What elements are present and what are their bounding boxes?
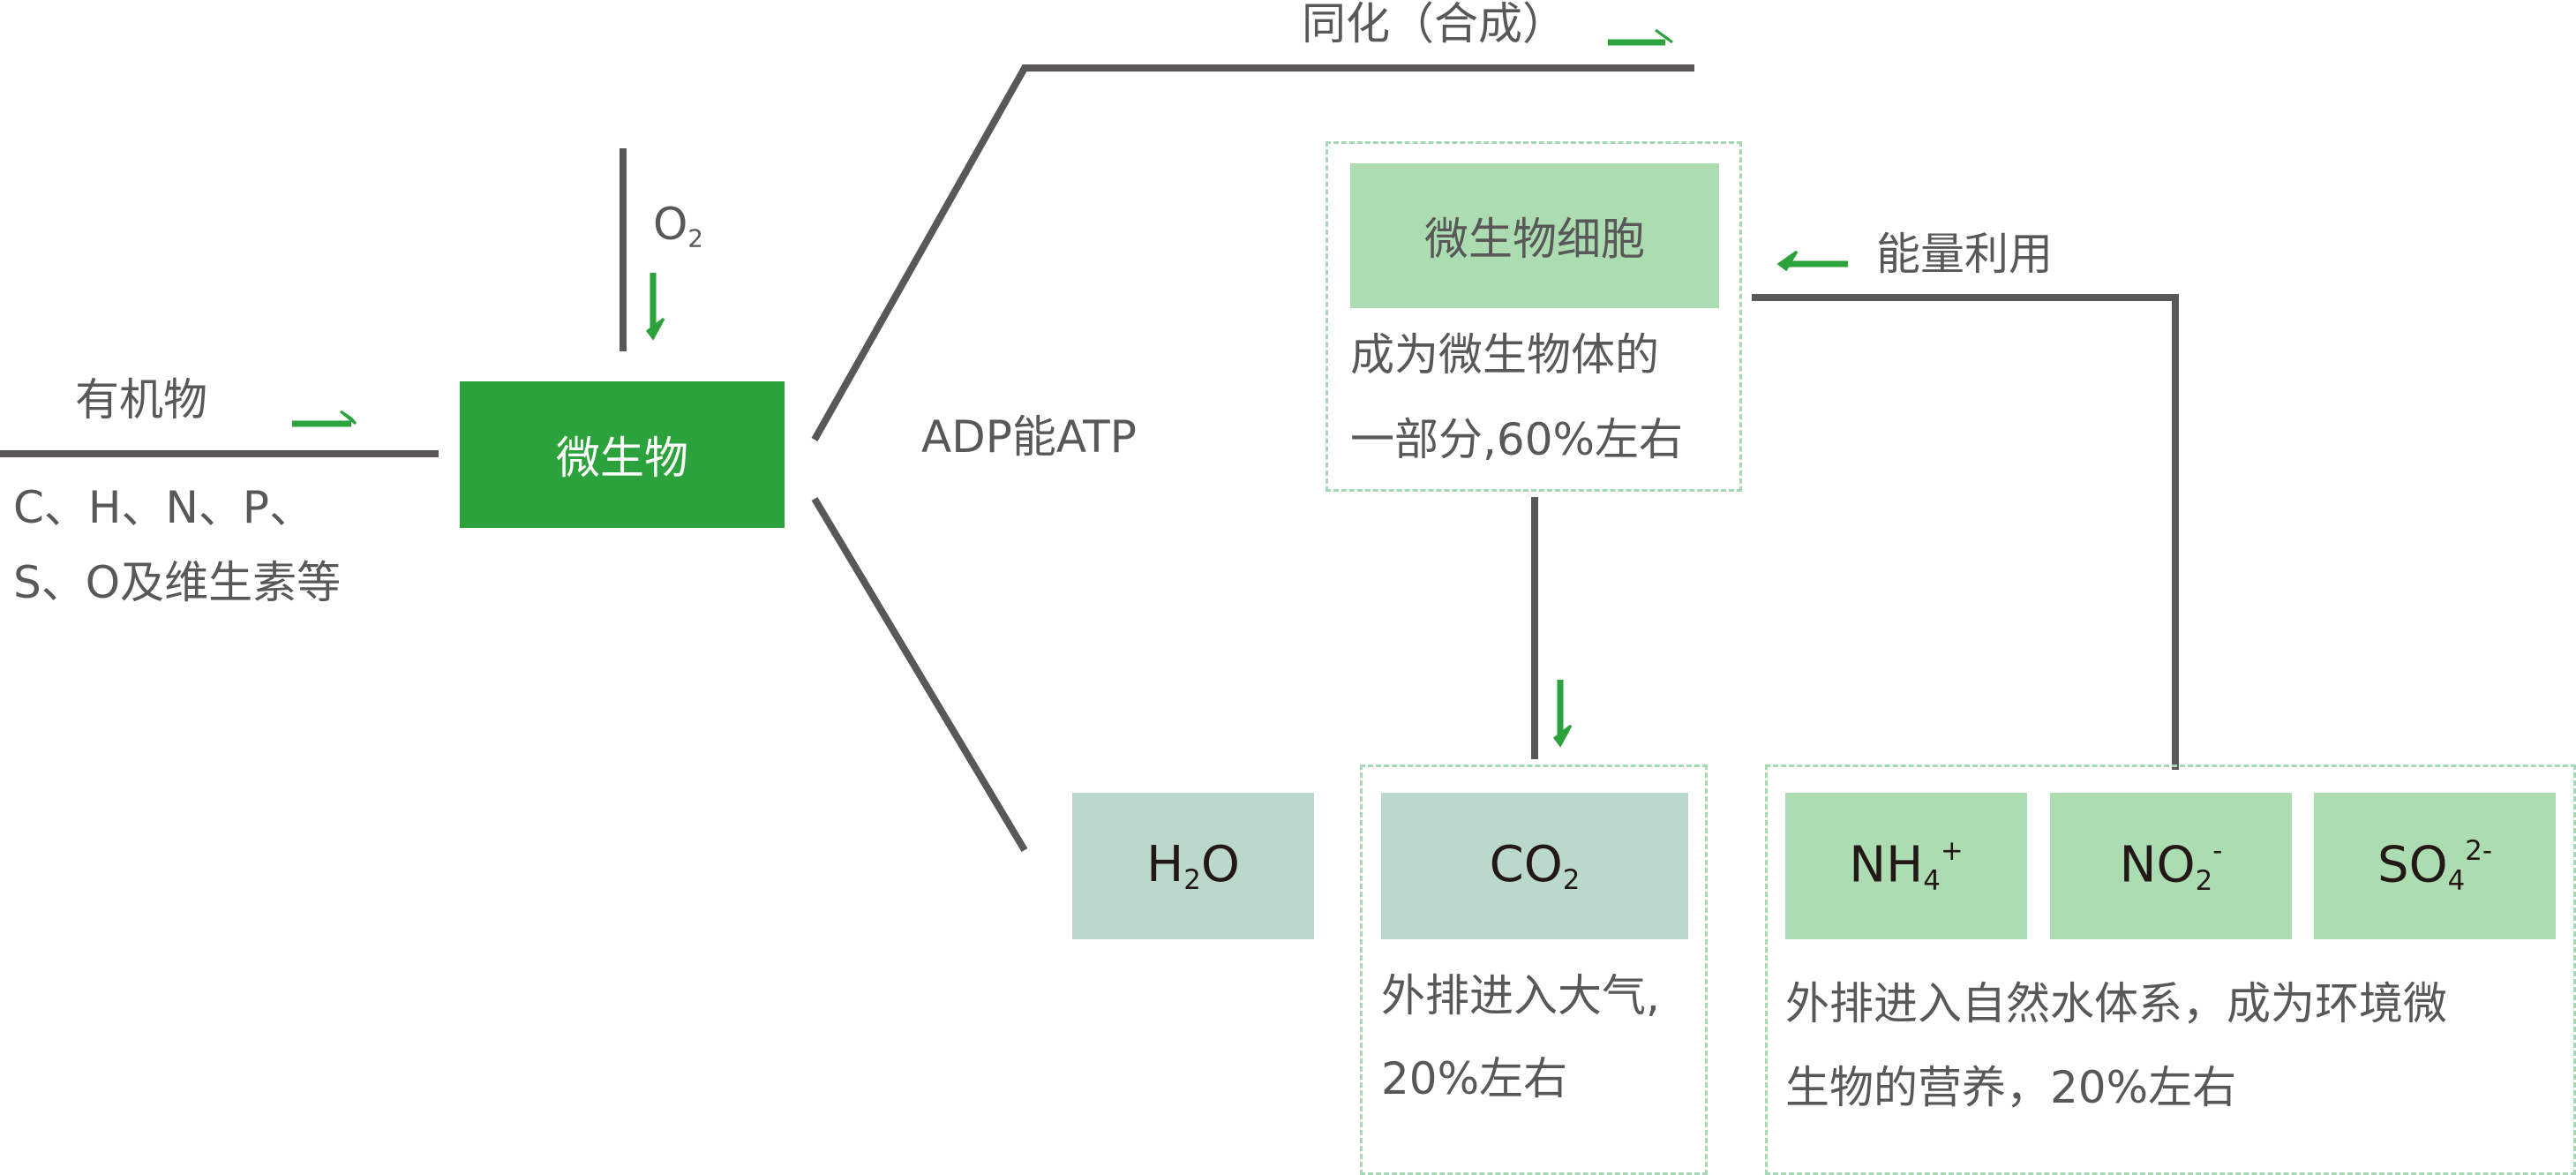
microorganism-box: 微生物 [460,381,785,528]
assimilation-label: 同化（合成） [1302,0,1566,49]
oxygen-label: O2 [653,199,703,253]
co2-box: CO2 [1381,793,1688,939]
water-label: H2O [1146,835,1240,897]
sulfate-box: SO42- [2314,793,2556,939]
cell-desc-line-1: 成为微生物体的 [1350,329,1659,380]
dissimilation-line [811,496,1028,853]
nitrite-box: NO2- [2050,793,2292,939]
energy-line [1752,294,2179,770]
elements-line-1: C、H、N、P、 [13,482,314,533]
cell-desc-line-2: 一部分,60%左右 [1350,414,1684,465]
cell-label: 微生物细胞 [1424,214,1645,265]
co2-desc-line-1: 外排进入大气, [1381,970,1660,1021]
elements-line-2: S、O及维生素等 [13,557,342,608]
ions-desc-line-2: 生物的营养，20%左右 [1785,1062,2237,1113]
water-box: H2O [1072,793,1314,939]
assimilation-line [811,64,1694,441]
ions-desc-line-1: 外排进入自然水体系，成为环境微 [1785,978,2447,1029]
co2-group [1360,765,1708,1175]
sulfate-label: SO42- [2377,835,2492,897]
adp-atp-label: ADP能ATP [921,411,1137,463]
cell-box: 微生物细胞 [1350,163,1719,308]
co2-desc-line-2: 20%左右 [1381,1053,1568,1104]
arrow-oxygen-head [645,317,665,341]
cell-group [1326,141,1742,492]
arrow-co2-head [1552,724,1573,748]
ammonium-box: NH4+ [1785,793,2027,939]
co2-label: CO2 [1489,835,1581,897]
ammonium-label: NH4+ [1849,835,1964,897]
nitrite-label: NO2- [2119,835,2223,897]
arrow-assimilation-head [1655,28,1673,44]
microorganism-label: 微生物 [556,433,688,484]
energy-label: 能量利用 [1876,229,2053,280]
arrow-energy-head [1776,250,1799,272]
organic-matter-label: 有机物 [75,374,207,426]
arrow-organic-head [340,410,357,426]
ions-group [1765,765,2576,1175]
